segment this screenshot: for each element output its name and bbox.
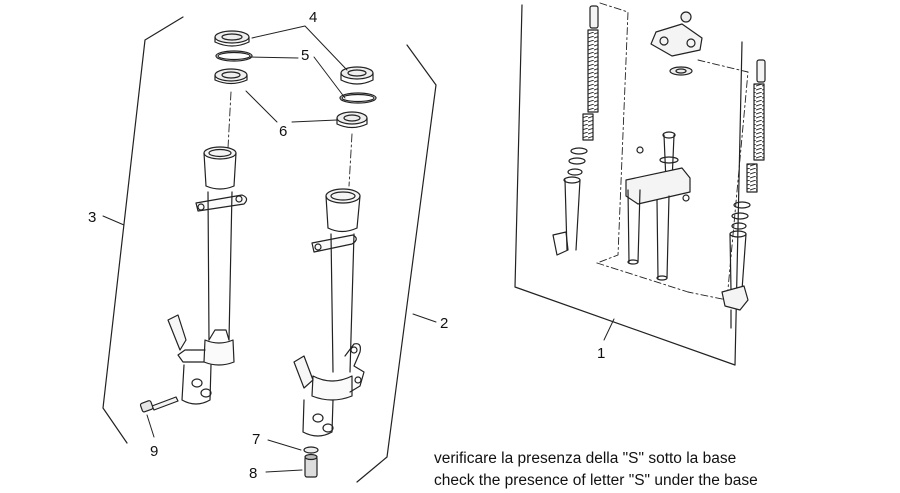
seal-kit-right bbox=[336, 66, 377, 129]
callout-8: 8 bbox=[249, 465, 257, 482]
callout-3: 3 bbox=[88, 209, 96, 226]
callout-5: 5 bbox=[301, 47, 309, 64]
washer-item-7 bbox=[303, 446, 319, 454]
frame-right-leg bbox=[356, 44, 437, 483]
bolt-item-9 bbox=[139, 396, 179, 413]
leader-8 bbox=[265, 469, 303, 473]
callout-9: 9 bbox=[150, 443, 158, 460]
note-english: check the presence of letter "S" under t… bbox=[434, 472, 758, 489]
assembly-right-tube bbox=[721, 59, 766, 329]
leader-5 bbox=[249, 56, 346, 99]
callout-2: 2 bbox=[440, 315, 448, 332]
leader-6 bbox=[245, 90, 338, 123]
fork-leg-right bbox=[293, 188, 365, 437]
frame-left-leg bbox=[102, 16, 184, 444]
leader-2 bbox=[412, 313, 437, 323]
fork-leg-left bbox=[167, 146, 248, 405]
callout-1: 1 bbox=[597, 345, 605, 362]
seal-kit-left bbox=[214, 30, 253, 85]
frame-assembly bbox=[514, 4, 743, 366]
callout-4: 4 bbox=[309, 9, 317, 26]
leader-4 bbox=[251, 25, 348, 71]
callout-6: 6 bbox=[279, 123, 287, 140]
note-italian: verificare la presenza della "S" sotto l… bbox=[434, 450, 737, 467]
callout-7: 7 bbox=[252, 431, 260, 448]
assembly-stem bbox=[625, 131, 691, 281]
leader-9 bbox=[146, 414, 155, 438]
leader-3 bbox=[102, 215, 125, 226]
bolt-item-8 bbox=[304, 453, 318, 478]
assembly-top-yoke bbox=[650, 11, 703, 76]
assembly-left-tube bbox=[552, 5, 599, 256]
leader-1 bbox=[603, 318, 615, 341]
leader-7 bbox=[267, 439, 302, 451]
